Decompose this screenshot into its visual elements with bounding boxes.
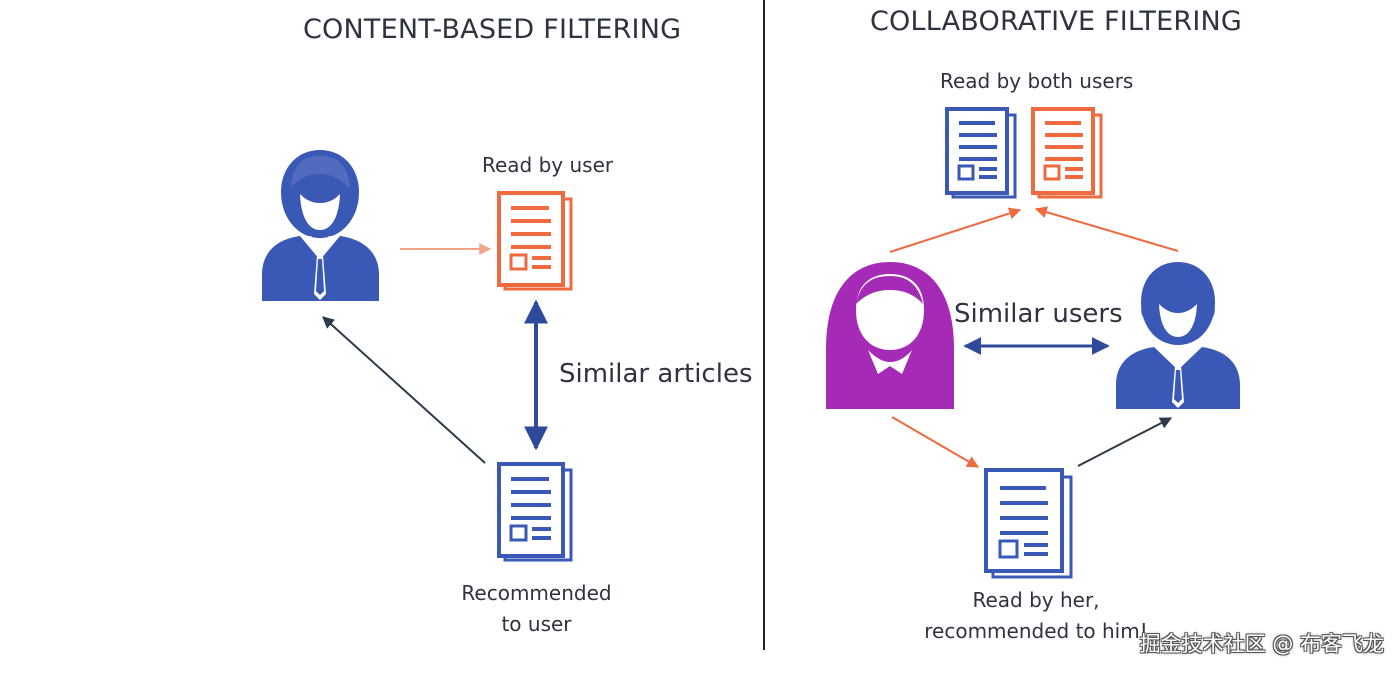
man-to-both-documents-arrow [1034,206,1179,252]
read-by-user-label: Read by user [482,153,614,177]
watermark: 掘金技术社区 @ 布客飞龙 [1139,632,1384,656]
recommended-line-1: Recommended [461,581,612,605]
left-user-icon [262,150,379,301]
woman-to-read-by-her-arrow [891,416,980,468]
read-by-her-label: Read by her, recommended to him! [917,585,1155,647]
read-by-user-document-icon [497,191,573,291]
read-by-her-document-icon [984,468,1073,579]
recommended-to-user-label: Recommended to user [459,578,614,640]
read-by-both-blue-document-icon [945,107,1017,199]
recommended-to-user-arrow [322,316,486,464]
woman-to-both-documents-arrow [889,207,1022,253]
recommended-document-icon [497,462,573,562]
recommended-to-him-arrow [1077,417,1173,467]
recommended-line-2: to user [501,612,572,636]
read-by-her-line-1: Read by her, [972,588,1100,612]
man-user-icon [1116,262,1240,409]
similar-articles-label: Similar articles [559,359,753,389]
read-by-her-line-2: recommended to him! [924,619,1148,643]
read-by-both-orange-document-icon [1031,107,1103,199]
woman-user-icon [826,262,954,409]
right-panel-title: COLLABORATIVE FILTERING [870,6,1243,37]
left-panel-title: CONTENT-BASED FILTERING [303,14,682,45]
read-by-both-users-label: Read by both users [940,69,1134,93]
similar-users-label: Similar users [954,299,1123,329]
